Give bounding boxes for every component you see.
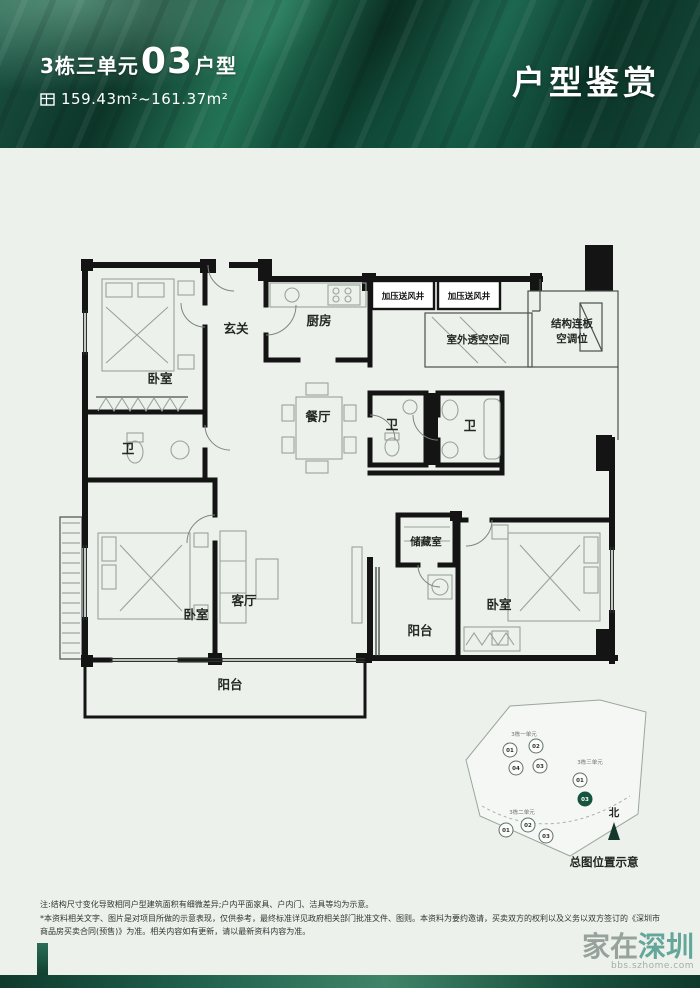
north-indicator: 北 bbox=[608, 806, 620, 840]
room-labels: 卧室 玄关 厨房 加压送风井 加压送风井 室外透空空间 结构连板 空调位 餐厅 … bbox=[122, 291, 594, 692]
unit-suffix: 户型 bbox=[195, 54, 238, 78]
footnote-2: *本资料相关文字、图片是对项目所做的示意表现，仅供参考，最终标准详见政府相关部门… bbox=[40, 914, 660, 936]
room-label-bedroom-bl: 卧室 bbox=[183, 607, 209, 622]
room-label-bath-3: 卫 bbox=[464, 418, 477, 433]
footnote-1: 注:结构尺寸变化导致相同户型建筑面积有细微差异;户内平面家具、户内门、洁具等均为… bbox=[40, 900, 374, 909]
area-icon bbox=[40, 92, 55, 106]
room-label-bedroom-br: 卧室 bbox=[486, 597, 512, 612]
site-unit: 01 bbox=[576, 778, 584, 784]
site-unit-highlighted bbox=[577, 791, 593, 807]
exterior-walls bbox=[82, 262, 618, 719]
unit-title: 3栋三单元 03 户型 bbox=[40, 44, 237, 80]
room-label-living: 客厅 bbox=[230, 593, 257, 608]
site-road bbox=[481, 795, 631, 825]
unit-number: 03 bbox=[140, 41, 194, 82]
unit-building: 3栋三单元 bbox=[40, 54, 139, 78]
site-unit: 03 bbox=[542, 834, 550, 840]
interior-walls bbox=[82, 262, 615, 663]
room-label-bath-1: 卫 bbox=[122, 441, 135, 456]
site-unit: 01 bbox=[502, 828, 510, 834]
watermark-site: bbs.szhome.com bbox=[611, 960, 694, 971]
site-cluster-1-label: 3栋一单元 bbox=[511, 730, 537, 738]
watermark: 家在深圳 bbs.szhome.com bbox=[582, 932, 694, 971]
area-line: 159.43m²~161.37m² bbox=[40, 90, 237, 108]
page-title: 户型鉴赏 bbox=[512, 63, 660, 102]
hatch-strip bbox=[59, 516, 83, 660]
door-arcs bbox=[180, 264, 493, 588]
room-label-storage: 储藏室 bbox=[410, 535, 442, 548]
header-banner: 3栋三单元 03 户型 159.43m²~161.37m² 户型鉴赏 bbox=[0, 0, 700, 148]
room-label-shaft-1: 加压送风井 bbox=[381, 291, 425, 302]
left-accent-bar bbox=[37, 943, 48, 975]
site-cluster-2: 3栋三单元 01 03 bbox=[572, 758, 603, 807]
room-label-ac-line1: 结构连板 bbox=[551, 317, 593, 330]
watermark-part1: 家在 bbox=[581, 930, 638, 964]
site-unit: 02 bbox=[524, 823, 532, 829]
room-label-shaft-2: 加压送风井 bbox=[447, 291, 491, 302]
room-label-dining: 餐厅 bbox=[304, 409, 331, 424]
header-left-block: 3栋三单元 03 户型 159.43m²~161.37m² bbox=[40, 44, 237, 109]
site-cluster-3-label: 3栋二单元 bbox=[509, 808, 535, 816]
area-range: 159.43m²~161.37m² bbox=[61, 90, 229, 108]
windows bbox=[83, 310, 614, 662]
north-label: 北 bbox=[609, 806, 620, 819]
footnotes: 注:结构尺寸变化导致相同户型建筑面积有细微差异;户内平面家具、户内门、洁具等均为… bbox=[40, 899, 664, 940]
room-label-outdoor-void: 室外透空空间 bbox=[447, 333, 510, 346]
furniture bbox=[96, 278, 601, 652]
watermark-part2: 深圳 bbox=[637, 930, 694, 964]
site-cluster-3: 3栋二单元 01 02 03 bbox=[498, 808, 554, 844]
room-label-balcony-bottom: 阳台 bbox=[217, 677, 242, 692]
site-map-caption: 总图位置示意 bbox=[570, 855, 639, 869]
room-label-ac-line2: 空调位 bbox=[556, 332, 588, 345]
site-unit: 04 bbox=[512, 766, 520, 772]
room-label-bedroom-tl: 卧室 bbox=[147, 371, 173, 386]
room-label-hall: 玄关 bbox=[223, 321, 249, 336]
room-label-balcony-mid: 阳台 bbox=[407, 623, 432, 638]
site-unit: 03 bbox=[536, 764, 544, 770]
north-arrow-icon bbox=[608, 822, 620, 840]
room-label-kitchen: 厨房 bbox=[306, 313, 331, 328]
floorplan: 卧室 玄关 厨房 加压送风井 加压送风井 室外透空空间 结构连板 空调位 餐厅 … bbox=[59, 245, 619, 719]
room-label-bath-2: 卫 bbox=[386, 417, 399, 432]
site-unit: 01 bbox=[506, 748, 514, 754]
open-frames bbox=[424, 279, 619, 440]
site-unit: 02 bbox=[532, 744, 540, 750]
site-cluster-1: 3栋一单元 01 02 04 03 bbox=[502, 730, 548, 776]
site-map: 3栋一单元 01 02 04 03 3栋三单元 01 03 3栋二单元 01 0… bbox=[465, 699, 647, 869]
bottom-green-bar bbox=[0, 975, 700, 988]
column-blocks bbox=[81, 245, 613, 667]
air-shaft-boxes bbox=[370, 279, 502, 311]
site-unit-highlighted-label: 03 bbox=[581, 797, 589, 803]
site-boundary bbox=[465, 699, 647, 857]
site-cluster-2-label: 3栋三单元 bbox=[577, 758, 603, 766]
